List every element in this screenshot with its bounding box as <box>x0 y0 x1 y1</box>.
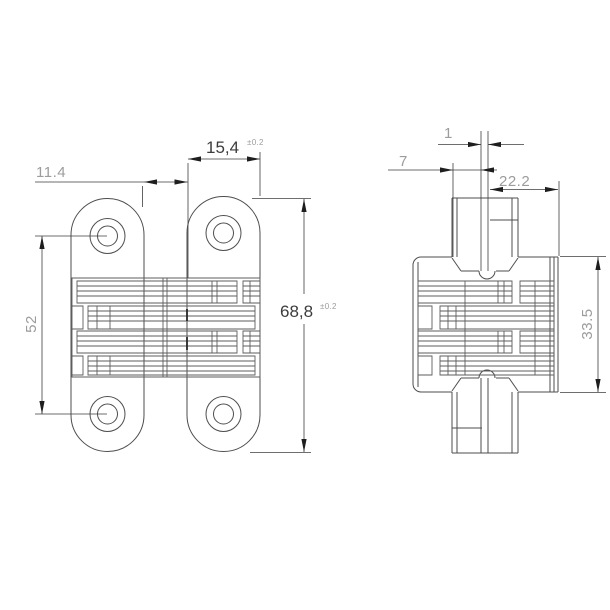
dim-tolerance-total-height: ±0.2 <box>320 302 337 311</box>
dimension-total-height: 68,8 ±0.2 <box>250 198 337 453</box>
dimension-plate-gap: 11.4 <box>35 163 189 278</box>
arrow-down-icon <box>301 439 307 452</box>
dim-label-body-height: 33.5 <box>579 308 596 339</box>
side-body <box>412 197 559 454</box>
link-stack-side <box>417 280 555 376</box>
dimension-leaf-offset: 7 <box>388 153 497 257</box>
dim-label-hole-spacing: 52 <box>23 315 40 333</box>
arrow-left-icon <box>481 167 494 173</box>
arrow-left-icon <box>188 156 201 162</box>
screw-hole-top-right <box>205 215 242 251</box>
arrow-left-icon <box>490 186 503 193</box>
dim-label-plate-gap: 11.4 <box>36 164 66 181</box>
dimension-plate-width: 15,4 ±0.2 <box>188 138 264 196</box>
arrow-up-icon <box>301 199 307 212</box>
arrow-right-icon <box>440 167 453 173</box>
dimension-body-height: 33.5 <box>560 256 606 393</box>
dimension-body-depth: 22.2 <box>490 173 560 256</box>
link-stack-front <box>71 277 261 378</box>
dimension-hole-spacing: 52 <box>23 235 107 415</box>
arrow-left-icon <box>488 141 501 148</box>
arrow-right-icon <box>468 141 481 148</box>
arrow-up-icon <box>595 257 601 270</box>
arrow-down-icon <box>39 401 45 414</box>
arrow-down-icon <box>595 379 601 392</box>
dim-label-body-depth: 22.2 <box>499 173 530 190</box>
arrow-left-icon <box>144 179 157 185</box>
dim-label-plate-width: 15,4 <box>206 138 239 157</box>
arrow-right-icon <box>174 179 188 185</box>
side-view: 1 7 22.2 33.5 <box>388 125 606 454</box>
screw-hole-bottom-right <box>205 396 242 432</box>
front-view: 11.4 15,4 ±0.2 68,8 ±0.2 52 <box>23 138 337 453</box>
dim-tolerance-plate-width: ±0.2 <box>247 138 264 147</box>
arrow-right-icon <box>247 156 260 162</box>
arrow-up-icon <box>39 236 45 249</box>
right-leaf <box>186 196 261 452</box>
arrow-right-icon <box>545 186 558 193</box>
dim-label-center-gap: 1 <box>444 125 453 142</box>
dim-label-total-height: 68,8 <box>280 302 313 321</box>
left-leaf <box>70 198 145 452</box>
dimension-center-gap: 1 <box>438 125 524 271</box>
dim-label-leaf-offset: 7 <box>399 153 408 170</box>
